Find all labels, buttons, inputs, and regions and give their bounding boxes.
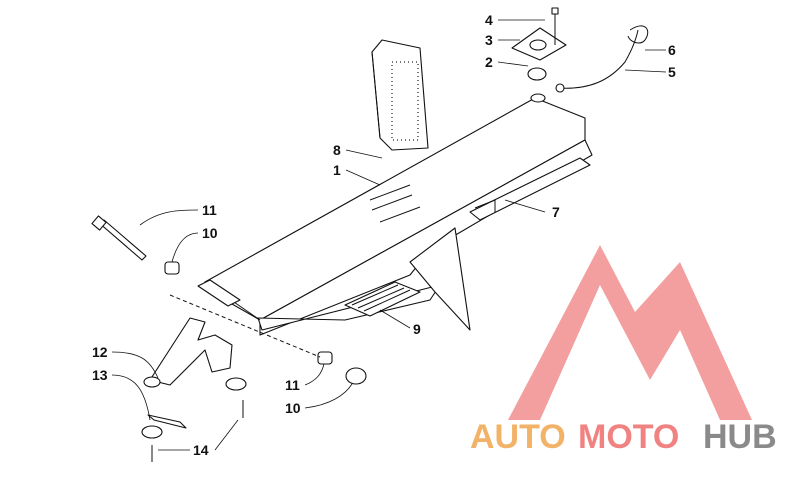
tunnel-slots bbox=[369, 184, 421, 223]
callout-9: 9 bbox=[413, 321, 421, 337]
leader-15 bbox=[158, 419, 239, 451]
cable-eyelet bbox=[555, 83, 565, 93]
callout-4: 4 bbox=[485, 12, 493, 28]
watermark-moto: MOTO bbox=[578, 418, 679, 456]
backing-plate bbox=[147, 414, 187, 429]
watermark-logo bbox=[508, 245, 752, 420]
watermark-auto: AUTO bbox=[470, 418, 566, 456]
rivet-head bbox=[551, 7, 559, 15]
washer bbox=[141, 425, 163, 439]
bracket-foot-right bbox=[225, 377, 247, 391]
leader-5 bbox=[624, 69, 667, 73]
callout-12: 11 bbox=[202, 202, 217, 218]
leader-9 bbox=[379, 309, 411, 329]
leader-12 bbox=[139, 209, 199, 226]
foot-pad-ribs bbox=[351, 284, 411, 312]
top-mount-parts bbox=[511, 7, 567, 103]
callout-11-top: 10 bbox=[202, 225, 218, 241]
grommet bbox=[527, 67, 547, 81]
callout-2: 2 bbox=[485, 54, 493, 70]
tunnel-assembly bbox=[197, 97, 593, 336]
panel-edge bbox=[371, 51, 381, 139]
callout-7: 7 bbox=[552, 204, 560, 220]
front-tube bbox=[197, 279, 241, 307]
leader-14 bbox=[111, 374, 151, 421]
leader-11-bottom bbox=[304, 363, 325, 386]
logo-outer-shape bbox=[508, 245, 752, 420]
leader-11-top bbox=[171, 232, 199, 263]
callout-10: 10 bbox=[285, 400, 301, 416]
callout-13: 12 bbox=[92, 344, 108, 360]
tether-cable bbox=[557, 29, 639, 89]
callout-15: 14 bbox=[193, 442, 209, 458]
callout-8: 8 bbox=[333, 142, 341, 158]
logo-inner-cutout bbox=[575, 365, 655, 388]
bolt-axis-line bbox=[169, 294, 321, 358]
callout-11-bottom: 11 bbox=[285, 377, 300, 393]
callout-labels: 4 3 2 6 5 8 1 7 9 11 10 11 10 12 13 14 bbox=[92, 12, 676, 458]
spacer-front bbox=[164, 261, 180, 275]
bracket-foot-left bbox=[143, 376, 161, 388]
callout-14: 13 bbox=[92, 367, 108, 383]
watermark-hub: HUB bbox=[703, 418, 777, 456]
leader-1 bbox=[345, 169, 381, 186]
front-hardware bbox=[91, 215, 367, 385]
tunnel-rear-tab bbox=[409, 227, 471, 331]
callout-6: 6 bbox=[668, 42, 676, 58]
leader-7 bbox=[504, 199, 546, 213]
panel-shape bbox=[371, 39, 429, 151]
nut bbox=[345, 367, 367, 385]
mount-bracket bbox=[149, 317, 233, 386]
tunnel-hole bbox=[530, 93, 546, 103]
leader-2 bbox=[497, 61, 529, 67]
mount-boss bbox=[529, 39, 547, 51]
cable-parts bbox=[555, 25, 649, 93]
cable-clip bbox=[627, 25, 649, 44]
foot-pad bbox=[344, 281, 421, 317]
leader-13 bbox=[111, 351, 159, 379]
leader-8 bbox=[345, 149, 383, 159]
rail-bracket bbox=[474, 199, 496, 212]
spacer-rear bbox=[317, 351, 333, 365]
leader-10 bbox=[304, 383, 353, 409]
callout-3: 3 bbox=[485, 32, 493, 48]
callout-5: 5 bbox=[668, 64, 676, 80]
side-panel-insert bbox=[371, 39, 429, 151]
callout-1: 1 bbox=[333, 162, 341, 178]
watermark-wordmark: AUTO MOTO HUB bbox=[470, 418, 777, 456]
panel-texture bbox=[391, 61, 419, 141]
bolt-head bbox=[91, 215, 107, 231]
bolt-shaft bbox=[97, 219, 147, 261]
bracket-parts bbox=[141, 317, 247, 462]
running-board-rail bbox=[469, 157, 591, 221]
